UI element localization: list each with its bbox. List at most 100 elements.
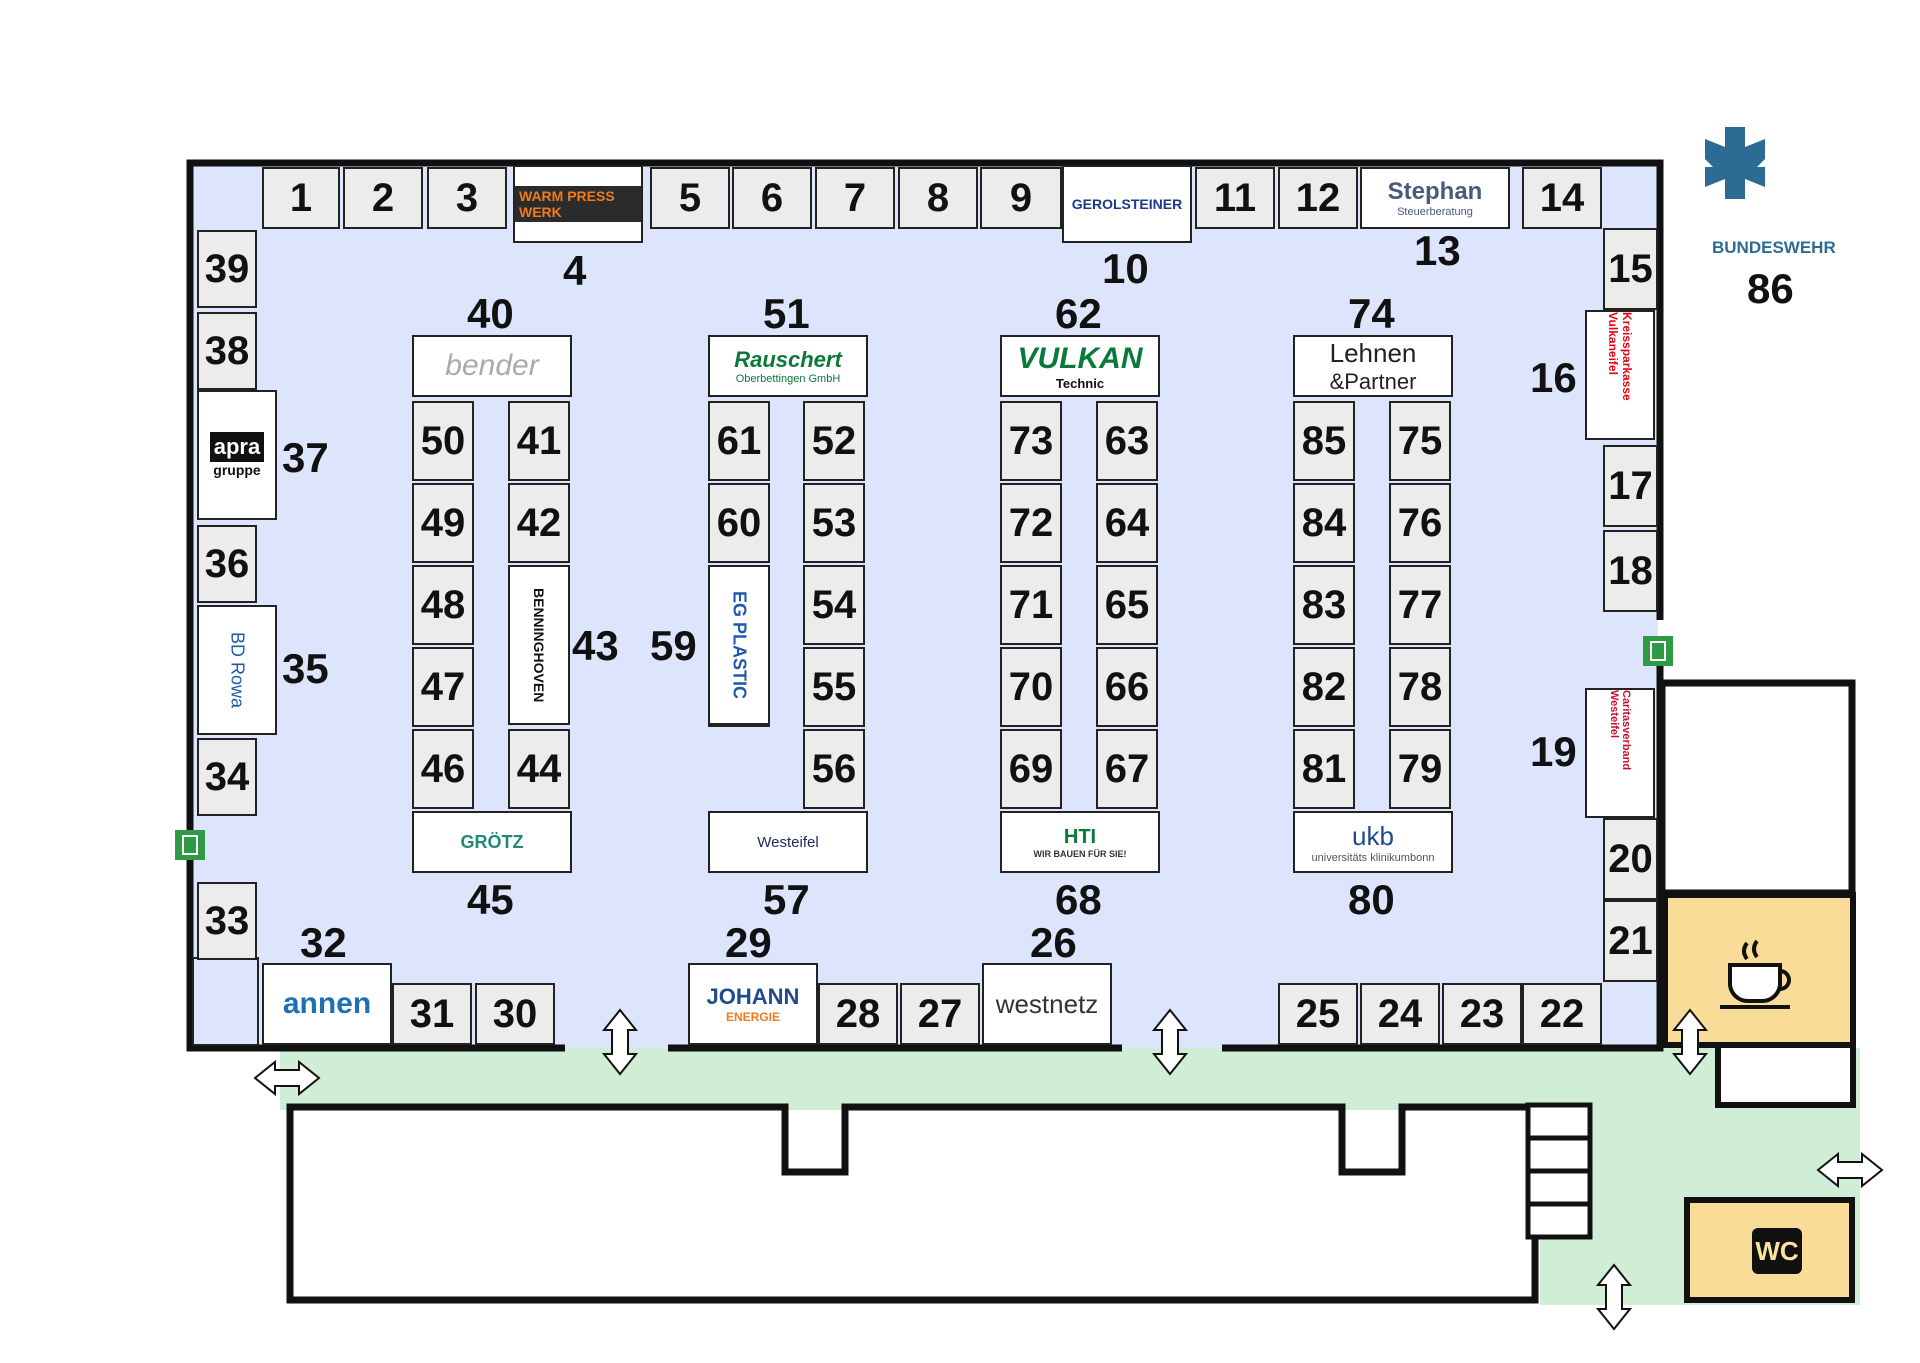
booth-9[interactable]: 9 <box>980 167 1062 229</box>
booth-36[interactable]: 36 <box>197 525 257 603</box>
booth-2[interactable]: 2 <box>343 167 423 229</box>
booth-number-45: 45 <box>467 876 514 923</box>
booth-56[interactable]: 56 <box>803 729 865 809</box>
booth-14[interactable]: 14 <box>1522 167 1602 229</box>
booth-75[interactable]: 75 <box>1389 401 1451 481</box>
booth-21[interactable]: 21 <box>1603 900 1658 982</box>
booth-83[interactable]: 83 <box>1293 565 1355 645</box>
booth-71[interactable]: 71 <box>1000 565 1062 645</box>
booth-59-logo[interactable]: EG PLASTIC <box>708 565 770 725</box>
booth-39[interactable]: 39 <box>197 230 257 308</box>
booth-7[interactable]: 7 <box>815 167 895 229</box>
booth-19-logo[interactable]: Caritasverband Westeifel <box>1585 688 1655 818</box>
booth-41[interactable]: 41 <box>508 401 570 481</box>
booth-54[interactable]: 54 <box>803 565 865 645</box>
booth-53[interactable]: 53 <box>803 483 865 563</box>
booth-57-logo[interactable]: Westeifel <box>708 811 868 873</box>
booth-24[interactable]: 24 <box>1360 983 1440 1045</box>
booth-35-logo[interactable]: BD Rowa <box>197 605 277 735</box>
booth-52[interactable]: 52 <box>803 401 865 481</box>
booth-70[interactable]: 70 <box>1000 647 1062 727</box>
booth-number-32: 32 <box>300 919 347 966</box>
booth-64[interactable]: 64 <box>1096 483 1158 563</box>
booth-number-16: 16 <box>1530 354 1577 401</box>
booth-74-logo[interactable]: Lehnen&Partner <box>1293 335 1453 397</box>
double-arrow-icon <box>253 1008 1884 1331</box>
corner-block <box>192 957 259 1046</box>
booth-number-51: 51 <box>763 290 810 337</box>
booth-31[interactable]: 31 <box>392 983 472 1045</box>
booth-25[interactable]: 25 <box>1278 983 1358 1045</box>
booth-12[interactable]: 12 <box>1278 167 1358 229</box>
booth-65[interactable]: 65 <box>1096 565 1158 645</box>
booth-number-40: 40 <box>467 290 514 337</box>
booth-60[interactable]: 60 <box>708 483 770 563</box>
booth-18[interactable]: 18 <box>1603 530 1658 612</box>
booth-34[interactable]: 34 <box>197 738 257 816</box>
booth-number-37: 37 <box>282 434 329 481</box>
booth-10-logo[interactable]: GEROLSTEINER <box>1062 165 1192 243</box>
booth-67[interactable]: 67 <box>1096 729 1158 809</box>
booth-69[interactable]: 69 <box>1000 729 1062 809</box>
booth-40-logo[interactable]: bender <box>412 335 572 397</box>
booth-45-logo[interactable]: GRÖTZ <box>412 811 572 873</box>
exhibitor-annen: annen <box>282 987 372 1020</box>
booth-72[interactable]: 72 <box>1000 483 1062 563</box>
booth-4-logo[interactable]: WARM PRESS WERK <box>513 165 643 243</box>
exhibitor-rauschert_sub: Oberbettingen GmbH <box>735 373 841 385</box>
booth-84[interactable]: 84 <box>1293 483 1355 563</box>
booth-3[interactable]: 3 <box>427 167 507 229</box>
booth-85[interactable]: 85 <box>1293 401 1355 481</box>
exhibitor-bundeswehr: BUNDESWEHR <box>1712 238 1836 257</box>
booth-33[interactable]: 33 <box>197 882 257 960</box>
booth-48[interactable]: 48 <box>412 565 474 645</box>
booth-15[interactable]: 15 <box>1603 228 1658 310</box>
booth-number-86: 86 <box>1747 265 1794 312</box>
booth-26-logo[interactable]: westnetz <box>982 963 1112 1045</box>
booth-38[interactable]: 38 <box>197 312 257 390</box>
booth-27[interactable]: 27 <box>900 983 980 1045</box>
booth-number-68: 68 <box>1055 876 1102 923</box>
booth-43-logo[interactable]: BENNINGHOVEN <box>508 565 570 725</box>
exhibitor-johann_sub: ENERGIE <box>725 1010 780 1024</box>
booth-17[interactable]: 17 <box>1603 445 1658 527</box>
booth-82[interactable]: 82 <box>1293 647 1355 727</box>
booth-28[interactable]: 28 <box>818 983 898 1045</box>
booth-20[interactable]: 20 <box>1603 818 1658 900</box>
booth-11[interactable]: 11 <box>1195 167 1275 229</box>
booth-23[interactable]: 23 <box>1442 983 1522 1045</box>
booth-22[interactable]: 22 <box>1522 983 1602 1045</box>
booth-8[interactable]: 8 <box>898 167 978 229</box>
booth-76[interactable]: 76 <box>1389 483 1451 563</box>
booth-30[interactable]: 30 <box>475 983 555 1045</box>
booth-73[interactable]: 73 <box>1000 401 1062 481</box>
booth-42[interactable]: 42 <box>508 483 570 563</box>
booth-32-logo[interactable]: annen <box>262 963 392 1045</box>
booth-61[interactable]: 61 <box>708 401 770 481</box>
exhibitor-westeifel: Westeifel <box>757 833 819 851</box>
booth-16-logo[interactable]: Kreissparkasse Vulkaneifel <box>1585 310 1655 440</box>
booth-81[interactable]: 81 <box>1293 729 1355 809</box>
booth-5[interactable]: 5 <box>650 167 730 229</box>
booth-6[interactable]: 6 <box>732 167 812 229</box>
booth-49[interactable]: 49 <box>412 483 474 563</box>
booth-77[interactable]: 77 <box>1389 565 1451 645</box>
booth-55[interactable]: 55 <box>803 647 865 727</box>
booth-78[interactable]: 78 <box>1389 647 1451 727</box>
booth-50[interactable]: 50 <box>412 401 474 481</box>
booth-46[interactable]: 46 <box>412 729 474 809</box>
booth-1[interactable]: 1 <box>262 167 340 229</box>
bundeswehr-cross-icon <box>1705 127 1765 199</box>
booth-66[interactable]: 66 <box>1096 647 1158 727</box>
booth-79[interactable]: 79 <box>1389 729 1451 809</box>
booth-63[interactable]: 63 <box>1096 401 1158 481</box>
booth-47[interactable]: 47 <box>412 647 474 727</box>
booth-44[interactable]: 44 <box>508 729 570 809</box>
